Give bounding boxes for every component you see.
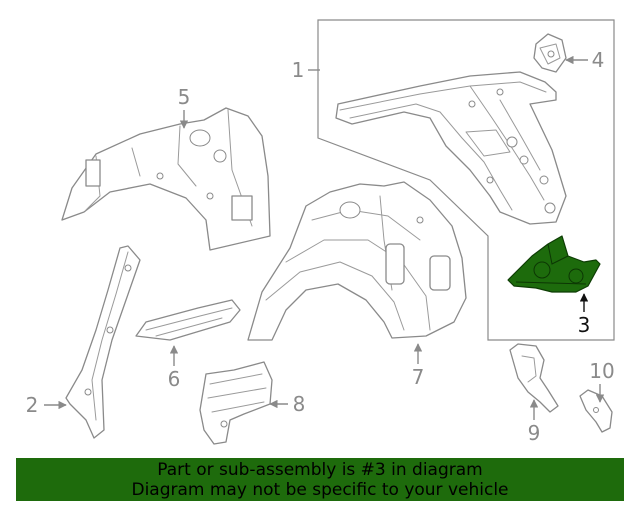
part-1-rail-assembly[interactable] (335, 71, 567, 225)
assembly-inset-frame (317, 19, 615, 341)
callout-9[interactable]: 9 (528, 421, 541, 445)
part-6-reinforcement[interactable] (135, 299, 241, 341)
callout-10[interactable]: 10 (589, 359, 614, 383)
fitment-notice-banner: Part or sub-assembly is #3 in diagram Di… (16, 458, 624, 501)
part-7-wheelhouse[interactable] (247, 181, 467, 341)
part-5-quarter-inner-panel[interactable] (61, 107, 271, 251)
parts-diagram: 1 4 5 3 2 6 7 8 9 10 (26, 19, 615, 445)
callout-4[interactable]: 4 (592, 48, 605, 72)
callout-3[interactable]: 3 (578, 313, 591, 337)
callout-2[interactable]: 2 (26, 393, 39, 417)
banner-line-disclaimer: Diagram may not be specific to your vehi… (131, 479, 509, 500)
callout-7[interactable]: 7 (412, 365, 425, 389)
part-4-bracket[interactable] (533, 33, 567, 73)
part-2-pillar[interactable] (65, 245, 141, 439)
banner-line-part: Part or sub-assembly is #3 in diagram (157, 459, 483, 480)
callout-6[interactable]: 6 (168, 367, 181, 391)
callout-8[interactable]: 8 (293, 392, 306, 416)
callout-1[interactable]: 1 (292, 58, 305, 82)
part-10-clip[interactable] (579, 389, 613, 433)
part-3-highlighted[interactable] (507, 235, 601, 293)
callout-5[interactable]: 5 (178, 85, 191, 109)
part-8-bracket[interactable] (199, 361, 273, 445)
part-9-closeout[interactable] (509, 343, 559, 413)
